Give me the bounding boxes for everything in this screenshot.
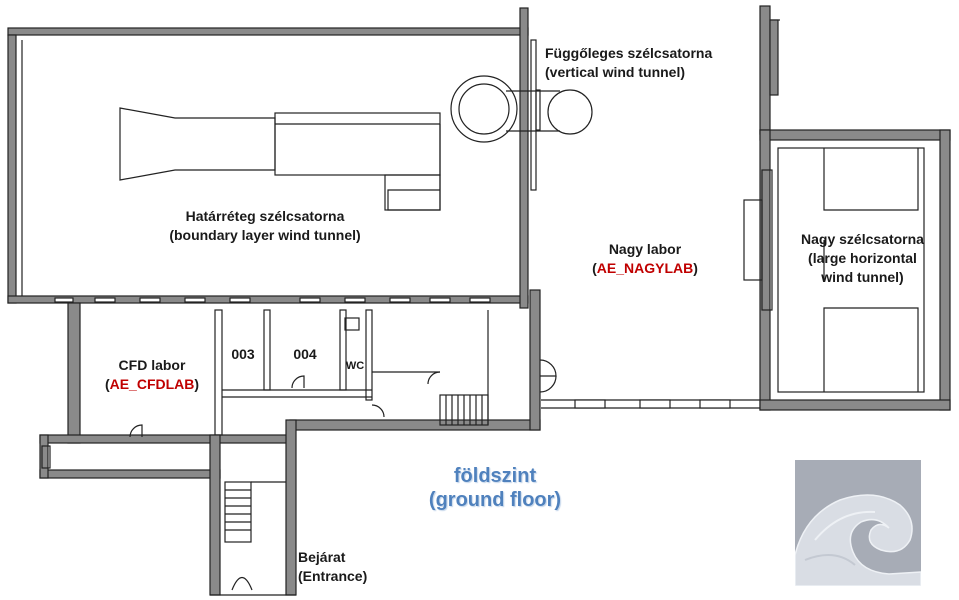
large-tunnel-label: Nagy szélcsatorna (large horizontal wind… — [785, 230, 940, 287]
vertical-tunnel-english: (vertical wind tunnel) — [545, 64, 686, 80]
boundary-layer-tunnel-outline — [119, 107, 441, 211]
boundary-layer-english: (boundary layer wind tunnel) — [169, 227, 361, 243]
boundary-layer-label: Határréteg szélcsatorna (boundary layer … — [140, 207, 390, 245]
cfd-labor-label: CFD labor (AE_CFDLAB) — [92, 356, 212, 394]
large-tunnel-name: Nagy szélcsatorna — [801, 231, 924, 247]
nagy-labor-label: Nagy labor (AE_NAGYLAB) — [580, 240, 710, 278]
entrance-name: Bejárat — [298, 549, 346, 565]
vertical-tunnel-outline — [450, 39, 593, 191]
large-tunnel-english-1: (large horizontal — [808, 250, 917, 266]
floor-label-english: (ground floor) — [428, 489, 562, 511]
entrance-label: Bejárat (Entrance) — [298, 548, 367, 586]
vertical-tunnel-name: Függőleges szélcsatorna — [545, 45, 713, 61]
nagy-labor-code: AE_NAGYLAB — [596, 260, 694, 276]
floor-label: földszint (ground floor) — [410, 464, 580, 512]
room-004-label: 004 — [293, 346, 317, 362]
cfd-labor-name: CFD labor — [118, 357, 186, 373]
nagy-labor-name: Nagy labor — [608, 241, 682, 257]
entrance-english: (Entrance) — [298, 568, 368, 584]
wc-label: WC — [345, 360, 365, 372]
cfd-labor-code: AE_CFDLAB — [109, 376, 195, 392]
wave-logo-icon — [794, 460, 922, 587]
vertical-tunnel-label: Függőleges szélcsatorna (vertical wind t… — [545, 44, 712, 82]
large-tunnel-english-2: wind tunnel) — [821, 269, 904, 285]
room-003-label: 003 — [231, 346, 255, 362]
nagy-labor-walls — [541, 5, 780, 409]
large-tunnel-hall-walls — [743, 129, 951, 411]
entrance-walls — [209, 419, 297, 596]
boundary-layer-name: Határréteg szélcsatorna — [185, 208, 345, 224]
boundary-layer-hall-walls — [7, 7, 529, 309]
floor-label-name: földszint — [453, 465, 537, 487]
